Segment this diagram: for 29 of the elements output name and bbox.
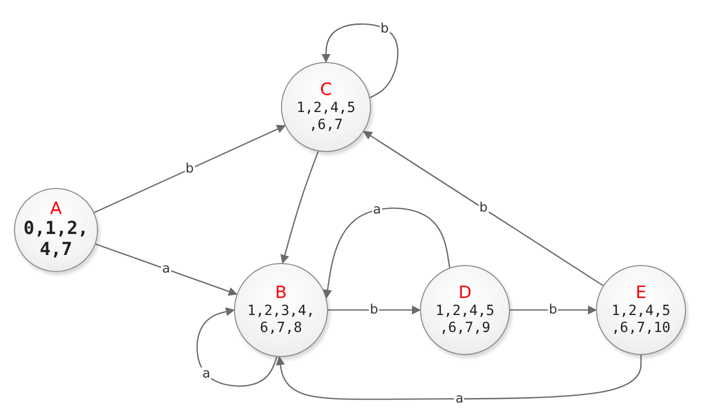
edge-label: a xyxy=(372,203,382,216)
edge-label: a xyxy=(201,368,212,381)
state-name: A xyxy=(50,200,62,219)
edge-label: a xyxy=(454,392,464,406)
state-set: 0,1,2, 4,7 xyxy=(22,218,90,260)
edge-label: b xyxy=(478,202,489,215)
arrow xyxy=(323,208,450,299)
arrow xyxy=(276,355,642,400)
edge-label: b xyxy=(548,304,558,316)
state-set: 1,2,4,5 ,6,7,9 xyxy=(434,303,496,336)
state-name: D xyxy=(458,284,472,304)
state-name: C xyxy=(320,81,332,100)
arrow xyxy=(94,124,286,214)
arrow xyxy=(280,151,319,264)
arrow xyxy=(328,306,421,314)
arrow xyxy=(196,307,278,387)
state-set: 1,2,3,4, 6,7,8 xyxy=(246,303,316,336)
edge-label: a xyxy=(161,262,172,276)
state-name: B xyxy=(275,284,287,304)
arrow xyxy=(363,130,604,286)
state-set: 1,2,4,5 ,6,7,10 xyxy=(610,303,672,336)
state-name: E xyxy=(636,284,646,304)
arrow xyxy=(510,306,597,314)
edge-label: b xyxy=(184,162,195,176)
edge-label: b xyxy=(368,304,380,316)
state-set: 1,2,4,5 ,6,7 xyxy=(295,100,356,133)
edge-label: b xyxy=(380,22,390,36)
arrow xyxy=(95,243,238,296)
arrow xyxy=(322,23,398,98)
